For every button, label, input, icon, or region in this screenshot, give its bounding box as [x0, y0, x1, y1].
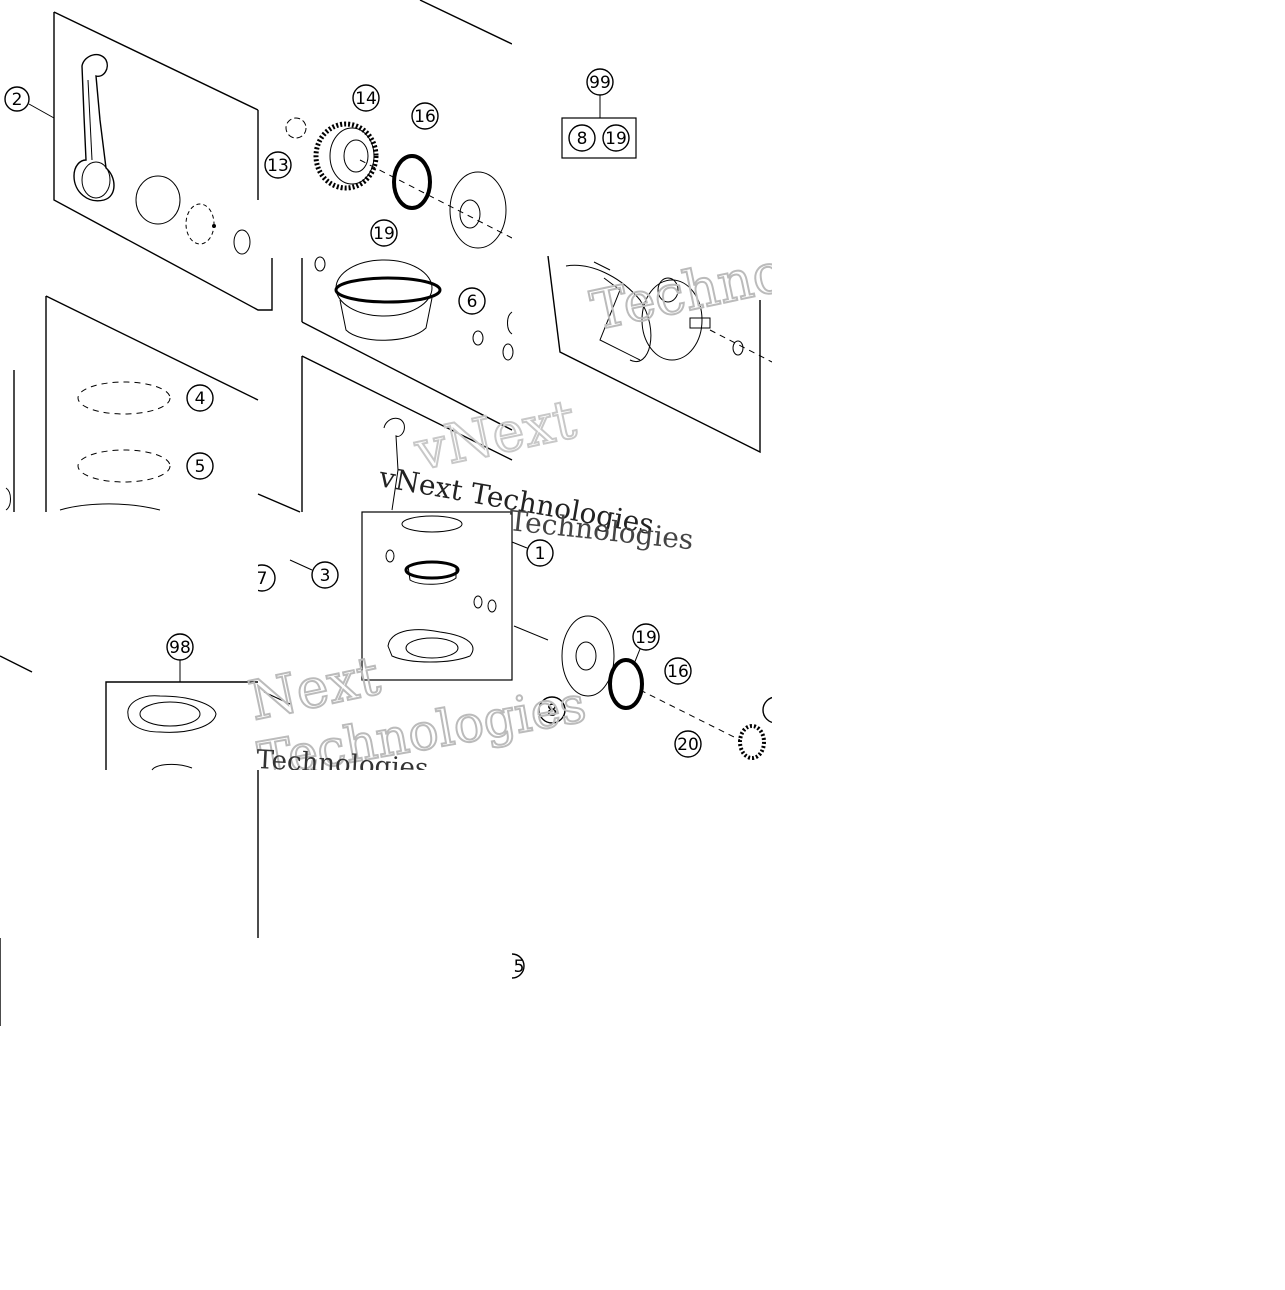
- callout-16-lower: 16: [664, 657, 692, 685]
- svg-text:16: 16: [414, 107, 436, 127]
- svg-text:13: 13: [267, 156, 289, 176]
- svg-text:19: 19: [635, 628, 657, 648]
- callout-19-top: 19: [370, 219, 398, 247]
- svg-text:5: 5: [195, 457, 206, 477]
- svg-text:99: 99: [589, 73, 611, 93]
- callout-1: 1: [511, 539, 554, 567]
- svg-text:16: 16: [667, 662, 689, 682]
- svg-text:2: 2: [12, 90, 23, 110]
- svg-text:19: 19: [373, 224, 395, 244]
- connecting-rod-drawing: [73, 53, 115, 202]
- callout-6: 6: [458, 287, 486, 315]
- svg-text:20: 20: [677, 735, 699, 755]
- callout-19-lower: 19: [632, 623, 660, 665]
- svg-text:vNext: vNext: [409, 387, 582, 483]
- tile-ring-set: [5, 295, 259, 512]
- callout-3: 3: [289, 559, 339, 589]
- watermark-lower-left: Next Technologies Technologies: [243, 643, 591, 791]
- callout-2: 2: [4, 86, 55, 119]
- tile-piston-kit: [257, 355, 549, 681]
- callout-16-top: 16: [411, 102, 439, 130]
- tile-connecting-rod-set: [53, 0, 513, 311]
- svg-text:1: 1: [535, 544, 546, 564]
- svg-text:8: 8: [577, 129, 588, 149]
- svg-text:3: 3: [320, 566, 331, 586]
- callout-5: 5: [186, 452, 214, 480]
- tile-right-bearing-set: [561, 615, 766, 760]
- svg-text:8: 8: [547, 701, 558, 721]
- box-99-redraw: 99 8 19: [561, 68, 637, 159]
- callout-7: 7: [236, 560, 276, 600]
- tile-crankshaft: [547, 255, 773, 454]
- svg-text:98: 98: [169, 638, 191, 658]
- svg-text:6: 6: [467, 292, 478, 312]
- callout-5-partial-redraw: 5: [490, 950, 525, 982]
- callout-4: 4: [186, 384, 214, 412]
- svg-text:7: 7: [257, 569, 268, 589]
- svg-text:5: 5: [514, 957, 525, 977]
- tile-piston-set: [301, 256, 514, 431]
- tile-gasket-kit: [0, 655, 291, 1026]
- watermark-center: vNext Technologies: [408, 386, 695, 556]
- svg-text:14: 14: [355, 89, 377, 109]
- svg-text:4: 4: [195, 389, 206, 409]
- callout-98: 98: [166, 633, 194, 661]
- callout-20: 20: [674, 730, 702, 758]
- callout-8-lower: 8: [538, 696, 566, 724]
- callout-13: 13: [264, 151, 292, 179]
- callout-14: 14: [352, 84, 380, 112]
- gear-drawing: [313, 121, 379, 191]
- svg-text:19: 19: [605, 129, 627, 149]
